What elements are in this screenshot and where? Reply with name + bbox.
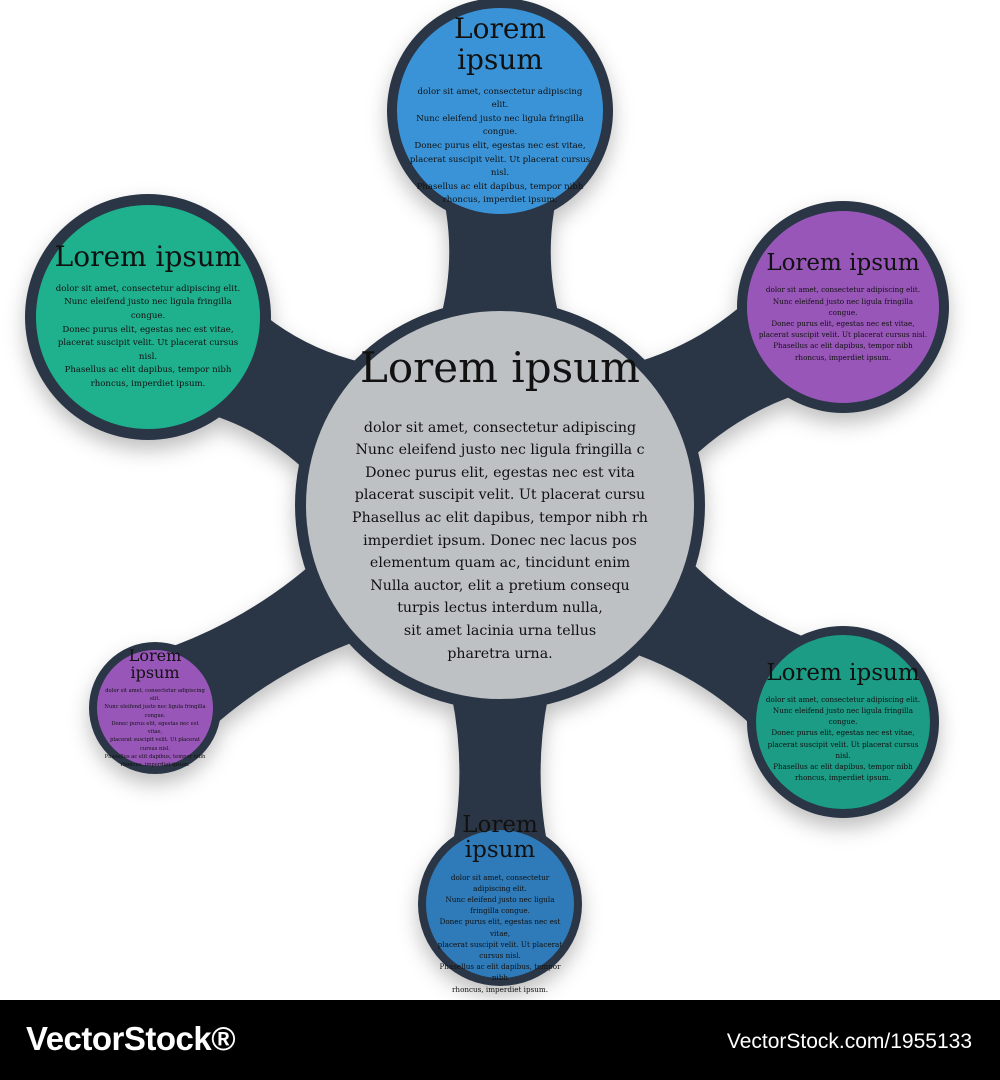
satellite-circle-lower-left — [97, 650, 213, 766]
satellite-body: dolor sit amet, consectetur adipiscing e… — [55, 283, 241, 389]
center-circle-text: Lorem ipsum dolor sit amet, consectetur … — [335, 342, 665, 666]
satellite-title: Lorem ipsum — [766, 250, 920, 276]
satellite-body: dolor sit amet, consectetur adipiscing e… — [104, 687, 206, 769]
satellite-body: dolor sit amet, consectetur adipiscing e… — [758, 285, 928, 362]
satellite-body: dolor sit amet, consectetur adipiscing e… — [409, 86, 591, 206]
satellite-lower-left-text: Lorem ipsum dolor sit amet, consectetur … — [104, 645, 207, 770]
satellite-title: Lorem ipsum — [766, 659, 920, 686]
footer-brand-logo: VectorStock® — [26, 1020, 236, 1057]
satellite-title: Lorem ipsum — [454, 12, 546, 76]
satellite-upper-left-text: Lorem ipsum dolor sit amet, consectetur … — [49, 240, 248, 392]
satellite-upper-right-text: Lorem ipsum dolor sit amet, consectetur … — [758, 250, 929, 363]
center-body: dolor sit amet, consectetur adipiscing N… — [352, 419, 648, 662]
footer-image-id: VectorStock.com/1955133 — [726, 1030, 972, 1053]
metaball-diagram — [25, 0, 949, 986]
satellite-circle-top — [397, 8, 603, 214]
satellite-circle-upper-right — [747, 211, 939, 403]
center-title: Lorem ipsum — [359, 342, 641, 392]
satellite-top-text: Lorem ipsum dolor sit amet, consectetur … — [409, 12, 592, 208]
satellite-body: dolor sit amet, consectetur adipiscing e… — [765, 694, 921, 783]
satellite-circle-lower-right — [756, 635, 930, 809]
satellite-circle-bottom — [426, 830, 574, 978]
satellite-bottom-text: Lorem ipsum dolor sit amet, consectetur … — [434, 812, 566, 995]
satellite-title: Lorem ipsum — [462, 812, 538, 864]
footer-bar: VectorStock® VectorStock.com/1955133 — [0, 1000, 1000, 1080]
satellite-body: dolor sit amet, consectetur adipiscing e… — [437, 872, 563, 994]
satellite-title: Lorem ipsum — [54, 240, 242, 273]
circle-fills — [36, 8, 939, 978]
satellite-lower-right-text: Lorem ipsum dolor sit amet, consectetur … — [765, 659, 921, 784]
satellite-title: Lorem ipsum — [128, 645, 182, 683]
satellite-circle-upper-left — [36, 205, 260, 429]
center-circle — [306, 311, 694, 699]
